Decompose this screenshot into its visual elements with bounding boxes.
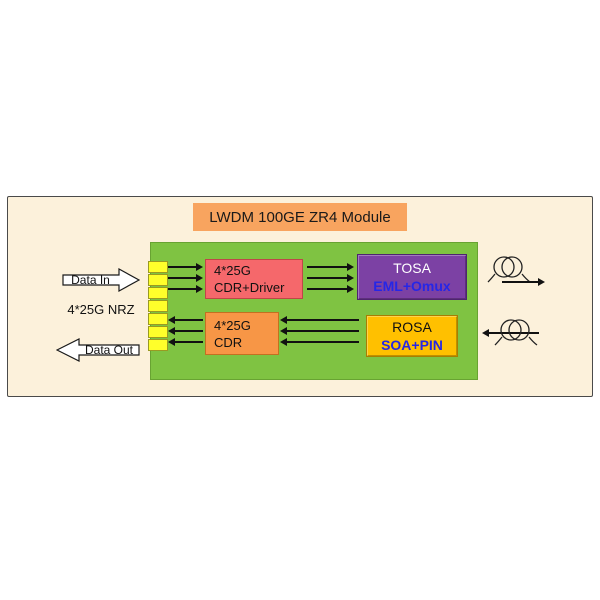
fiber-coil-icon [486,253,532,290]
connector-pin [148,313,168,325]
rosa-subtitle: SOA+PIN [381,337,443,353]
signal-arrow-right [307,263,354,271]
fiber-coil-icon [493,316,539,353]
fiber-out-arrow [502,278,545,286]
tosa-name: TOSA [393,260,431,276]
data-out-arrow: Data Out [56,338,140,362]
connector-pin [148,261,168,273]
connector-pin [148,326,168,338]
connector-pin [148,339,168,351]
data-in-arrow: Data In [62,268,140,292]
signal-arrow-right [168,285,203,293]
cdr-driver-block: 4*25G CDR+Driver [205,259,303,299]
signal-arrow-left [168,327,203,335]
cdr-driver-line2: CDR+Driver [214,280,285,295]
signal-arrow-left [168,316,203,324]
cdr-line2: CDR [214,334,243,350]
cdr-line1: 4*25G [214,317,251,333]
connector-pin [148,274,168,286]
signal-arrow-right [307,285,354,293]
connector-pin [148,287,168,299]
signal-arrow-left [280,316,359,324]
signal-arrow-left [280,327,359,335]
block-arrow-left-shape [56,338,140,362]
signal-arrow-right [168,274,203,282]
signal-arrow-left [280,338,359,346]
rosa-block: ROSA SOA+PIN [366,315,458,357]
tosa-block: TOSA EML+Omux [357,254,467,300]
nrz-label: 4*25G NRZ [67,302,135,317]
connector-pin [148,300,168,312]
cdr-driver-line1: 4*25G [214,263,251,278]
signal-arrow-right [168,263,203,271]
cdr-block: 4*25G CDR [205,312,279,355]
data-out-label: Data Out [84,343,134,357]
block-arrow-right-shape [62,268,140,292]
tosa-subtitle: EML+Omux [373,278,451,294]
rosa-name: ROSA [392,319,432,335]
diagram-title: LWDM 100GE ZR4 Module [193,203,407,231]
signal-arrow-right [307,274,354,282]
signal-arrow-left [168,338,203,346]
data-in-label: Data In [71,273,110,287]
fiber-in-arrow [482,329,539,337]
